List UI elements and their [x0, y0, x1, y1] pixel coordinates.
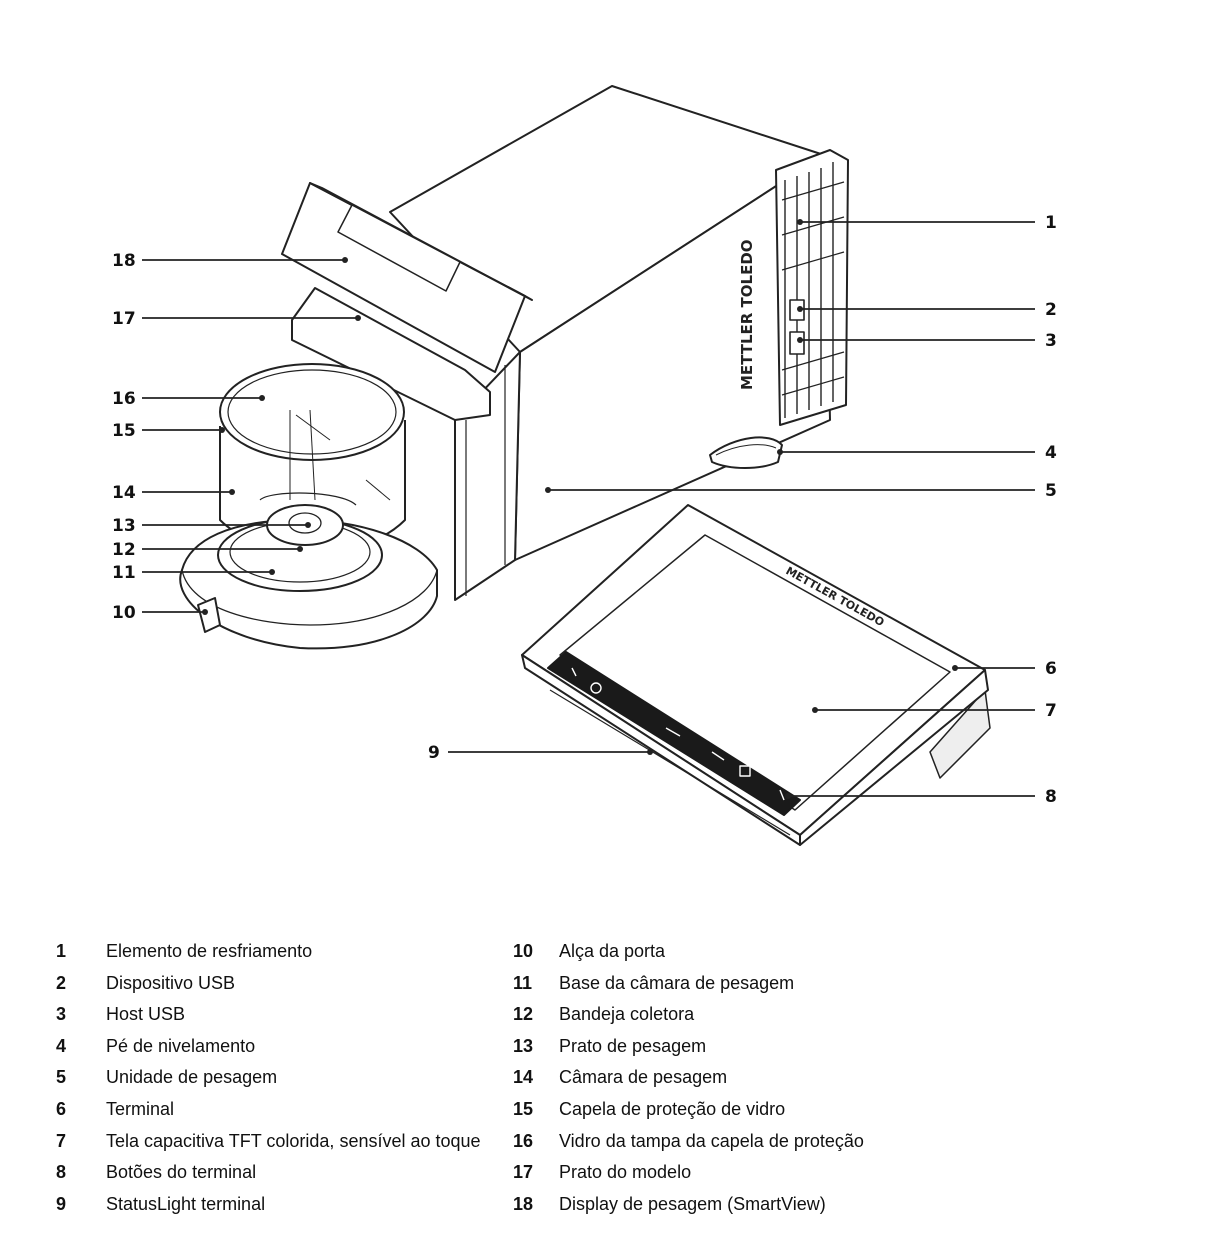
smartview-display [281, 182, 533, 373]
callout-15: 15 [112, 421, 136, 441]
callout-14: 14 [112, 483, 136, 503]
legend-text: Unidade de pesagem [106, 1067, 278, 1088]
legend-text: Capela de proteção de vidro [559, 1098, 786, 1119]
legend-item: 12 Bandeja coletora [513, 999, 864, 1031]
legend-text: Dispositivo USB [106, 972, 236, 993]
leader-dots [202, 219, 958, 799]
callout-12: 12 [112, 540, 136, 560]
legend-number: 3 [56, 1004, 67, 1025]
legend-text: Host USB [106, 1004, 186, 1025]
legend-right-column: 10 Alça da porta 11 Base da câmara de pesag… [513, 936, 864, 1220]
model-plate [291, 287, 491, 421]
legend-number: 12 [513, 1004, 534, 1025]
legend-item: 7 Tela capacitiva TFT colorida, sensível … [56, 1126, 481, 1158]
callout-17: 17 [112, 309, 136, 329]
legend-number: 6 [56, 1098, 67, 1119]
cooling-element [775, 149, 849, 426]
callout-9: 9 [428, 743, 440, 763]
legend-number: 2 [56, 972, 67, 993]
legend-item: 14 Câmara de pesagem [513, 1062, 864, 1094]
callout-6: 6 [1045, 659, 1057, 679]
statuslight [549, 689, 791, 836]
legend-text: Terminal [106, 1098, 175, 1119]
legend-item: 11 Base da câmara de pesagem [513, 968, 864, 1000]
weighing-chamber [179, 363, 438, 650]
legend-item: 6 Terminal [56, 1094, 481, 1126]
callout-8: 8 [1045, 787, 1057, 807]
legend-number: 11 [513, 972, 533, 993]
door-handle [197, 597, 221, 633]
legend-item: 10 Alça da porta [513, 936, 864, 968]
callout-7: 7 [1045, 701, 1057, 721]
callout-1: 1 [1045, 213, 1057, 233]
legend-text: Base da câmara de pesagem [559, 972, 795, 993]
legend-text: StatusLight terminal [106, 1193, 266, 1214]
legend-number: 1 [56, 941, 67, 961]
legend-text: Prato de pesagem [559, 1035, 707, 1056]
legend-text: Vidro da tampa da capela de proteção [559, 1130, 864, 1151]
callout-11: 11 [112, 563, 136, 583]
legend-text: Prato do modelo [559, 1162, 692, 1183]
callout-18: 18 [112, 251, 136, 271]
legend-number: 9 [56, 1193, 67, 1214]
legend-number: 14 [513, 1067, 534, 1088]
legend-item: 15 Capela de proteção de vidro [513, 1094, 864, 1126]
legend-number: 17 [513, 1162, 534, 1183]
legend-item: 18 Display de pesagem (SmartView) [513, 1189, 864, 1221]
legend-item: 17 Prato do modelo [513, 1157, 864, 1189]
legend-item: 9 StatusLight terminal [56, 1189, 481, 1221]
usb-host-port [789, 331, 805, 355]
legend-item: 16 Vidro da tampa da capela de proteção [513, 1126, 864, 1158]
legend-number: 7 [56, 1130, 67, 1151]
terminal [521, 504, 991, 846]
legend-item: 4 Pé de nivelamento [56, 1031, 481, 1063]
legend-item: 8 Botões do terminal [56, 1157, 481, 1189]
legend-number: 5 [56, 1067, 67, 1088]
legend-text: Tela capacitiva TFT colorida, sensível a… [106, 1130, 481, 1151]
legend-item: 2 Dispositivo USB [56, 968, 481, 1000]
unit-brand-logo: METTLER TOLEDO [738, 239, 756, 390]
legend-number: 18 [513, 1193, 534, 1214]
callout-2: 2 [1045, 300, 1057, 320]
legend-number: 4 [56, 1035, 67, 1056]
terminal-buttons [547, 651, 801, 816]
legend-item: 1 Elemento de resfriamento [56, 936, 481, 968]
callout-3: 3 [1045, 331, 1057, 351]
legend-text: Pé de nivelamento [106, 1035, 256, 1056]
leader-lines [142, 221, 1035, 797]
legend-item: 13 Prato de pesagem [513, 1031, 864, 1063]
callout-numbers: 1 2 3 4 5 6 7 8 9 10 11 12 13 14 15 16 1… [112, 213, 1057, 807]
callout-5: 5 [1045, 481, 1057, 501]
callout-10: 10 [112, 603, 136, 623]
callout-16: 16 [112, 389, 136, 409]
legend-text: Display de pesagem (SmartView) [559, 1193, 826, 1214]
callout-13: 13 [112, 516, 136, 536]
legend-number: 16 [513, 1130, 534, 1151]
legend-item: 5 Unidade de pesagem [56, 1062, 481, 1094]
legend-left-column: 1 Elemento de resfriamento 2 Dispositivo US… [56, 936, 481, 1220]
balance-diagram: METTLER TOLEDO METTLER TOLEDO 1 2 3 4 5 … [112, 85, 1057, 846]
legend-text: Câmara de pesagem [559, 1067, 728, 1088]
usb-device-port [789, 299, 805, 321]
legend-text: Alça da porta [559, 941, 666, 961]
legend-number: 13 [513, 1035, 534, 1056]
callout-4: 4 [1045, 443, 1057, 463]
legend-text: Bandeja coletora [559, 1004, 695, 1025]
legend-number: 10 [513, 941, 534, 961]
legend-item: 3 Host USB [56, 999, 481, 1031]
legend-text: Elemento de resfriamento [106, 941, 313, 961]
legend-number: 8 [56, 1162, 67, 1183]
legend-number: 15 [513, 1098, 534, 1119]
legend-text: Botões do terminal [106, 1162, 257, 1183]
